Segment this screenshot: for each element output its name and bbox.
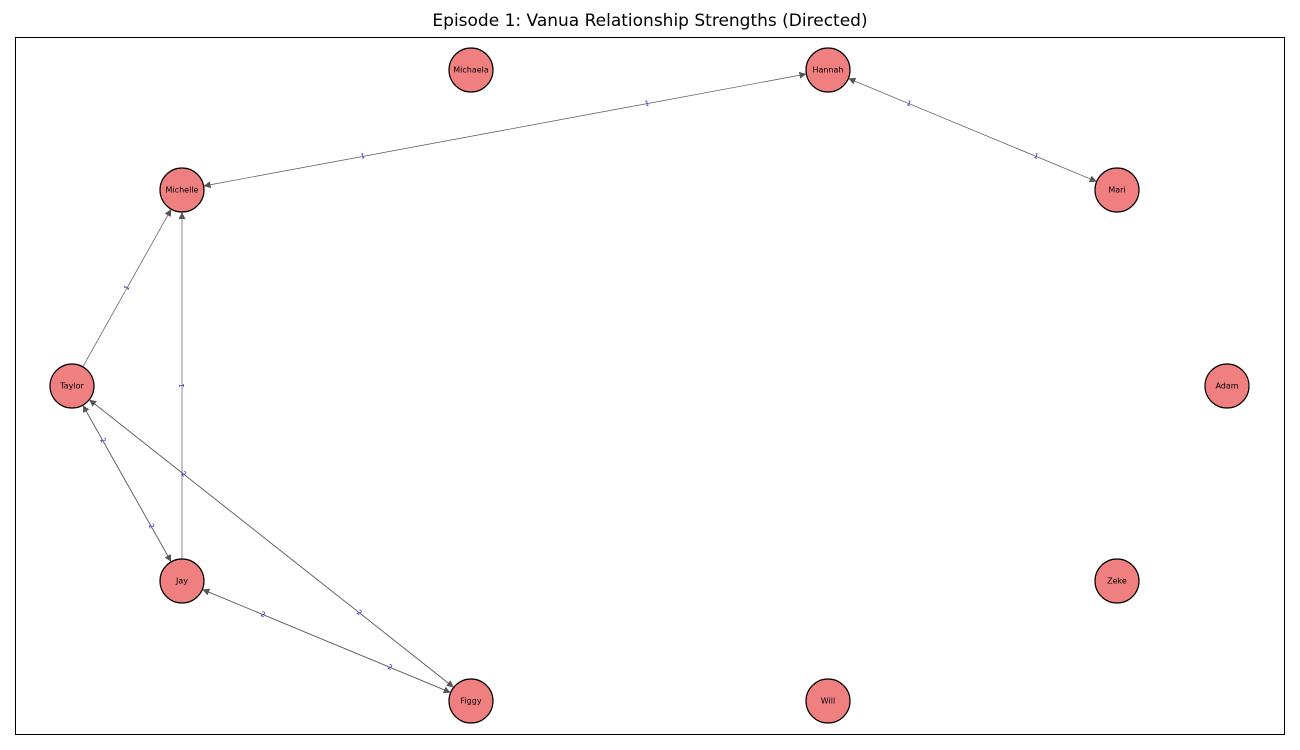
node-circle-will: [805, 678, 851, 724]
node-label-will: Will: [821, 697, 835, 706]
edge-label-mari-to-hannah: 1: [905, 99, 912, 108]
node-taylor: Taylor: [49, 363, 95, 409]
edge-label-jay-to-michelle: 1: [178, 383, 186, 387]
edge-label-taylor-to-michelle: 1: [122, 284, 131, 292]
edge-label-jay-to-figgy: 2: [386, 663, 393, 672]
node-label-adam: Adam: [1215, 382, 1238, 391]
node-hannah: Hannah: [805, 47, 851, 93]
node-label-michaela: Michaela: [453, 66, 489, 75]
node-circle-michelle: [159, 167, 205, 213]
edge-figgy-taylor: [88, 399, 455, 688]
node-circle-mari: [1094, 167, 1140, 213]
node-zeke: Zeke: [1094, 558, 1140, 604]
edges-layer: [82, 71, 1097, 694]
node-circle-figgy: [448, 678, 494, 724]
node-circle-taylor: [49, 363, 95, 409]
edge-hannah-mari: [848, 77, 1097, 183]
node-adam: Adam: [1204, 363, 1250, 409]
edge-hannah-michelle: [203, 71, 807, 189]
node-will: Will: [805, 678, 851, 724]
edge-label-jay-to-taylor: 2: [98, 437, 107, 445]
node-jay: Jay: [159, 558, 205, 604]
edge-figgy-jay: [202, 588, 451, 694]
node-figgy: Figgy: [448, 678, 494, 724]
node-circle-jay: [159, 558, 205, 604]
chart-title: Episode 1: Vanua Relationship Strengths …: [432, 11, 868, 31]
edge-label-taylor-to-figgy: 2: [355, 608, 363, 617]
edge-label-figgy-to-jay: 2: [259, 610, 266, 619]
edge-label-figgy-to-taylor: 2: [179, 470, 187, 479]
node-circle-zeke: [1094, 558, 1140, 604]
node-circle-adam: [1204, 363, 1250, 409]
node-label-jay: Jay: [175, 577, 188, 586]
node-mari: Mari: [1094, 167, 1140, 213]
graph-frame: [15, 37, 1285, 735]
node-label-mari: Mari: [1108, 186, 1125, 195]
node-label-figgy: Figgy: [460, 697, 481, 706]
edge-michelle-taylor: [82, 209, 172, 367]
node-michaela: Michaela: [448, 47, 494, 93]
node-circle-hannah: [805, 47, 851, 93]
node-label-michelle: Michelle: [166, 186, 199, 195]
node-michelle: Michelle: [159, 167, 205, 213]
node-circle-michaela: [448, 47, 494, 93]
edge-labels-layer: 1 1 1 1 1 1 2 2 2 2 2 2: [98, 99, 1039, 672]
node-label-hannah: Hannah: [812, 66, 843, 75]
node-label-taylor: Taylor: [59, 382, 84, 391]
edge-jay-taylor: [82, 404, 172, 563]
edge-label-hannah-to-michelle: 1: [360, 152, 366, 161]
edge-label-hannah-to-mari: 1: [1032, 152, 1039, 161]
node-label-zeke: Zeke: [1107, 577, 1127, 586]
edge-label-taylor-to-jay: 2: [147, 522, 156, 530]
edge-label-michelle-to-hannah: 1: [644, 99, 650, 108]
